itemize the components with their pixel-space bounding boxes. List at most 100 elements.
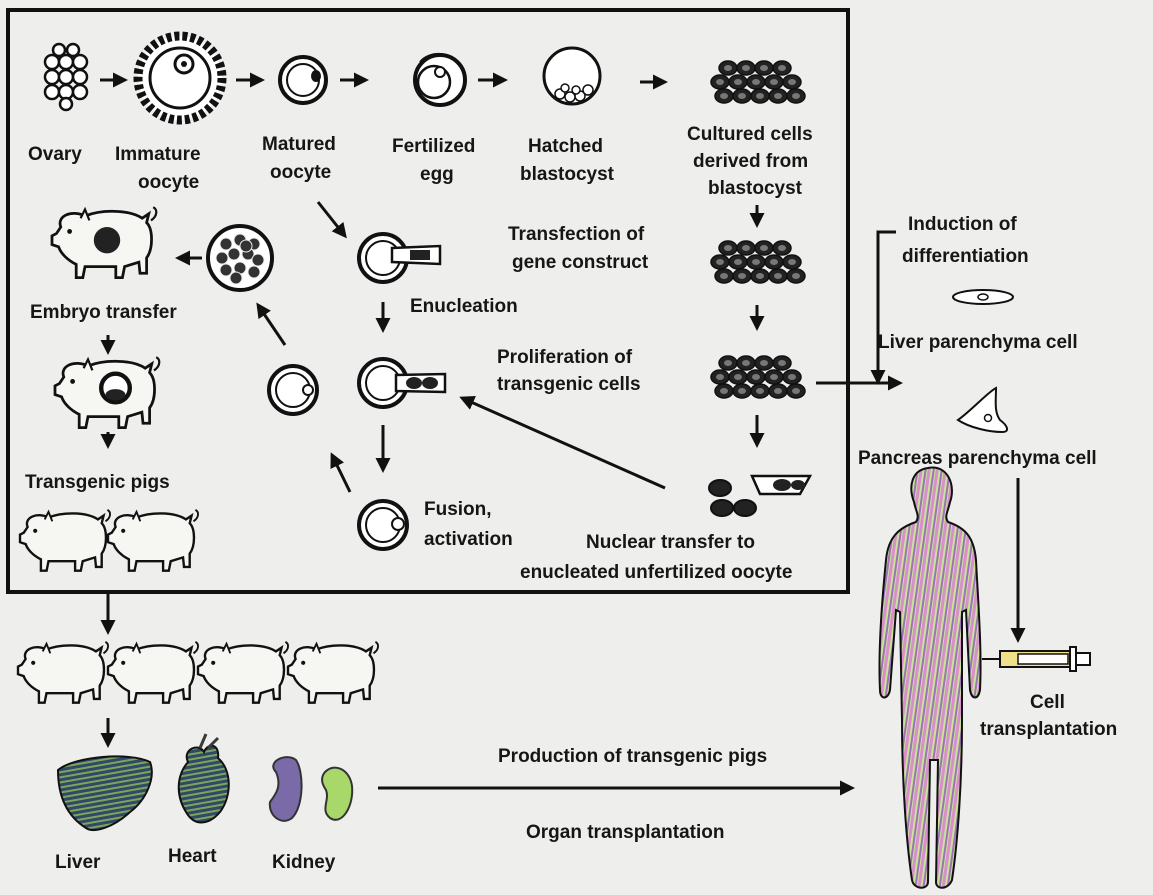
label-fusion-line1: Fusion,: [424, 499, 492, 520]
arrow-matured-to-enucleation: [318, 202, 345, 236]
label-embryo-transfer: Embryo transfer: [30, 302, 177, 323]
label-nuclear-line1: Nuclear transfer to: [586, 532, 755, 553]
cell-nucleus-shape: [734, 79, 742, 85]
label-cell-transplant-line1: Cell: [1030, 692, 1065, 713]
cell-nucleus-shape: [756, 273, 764, 279]
blastomere-shape: [220, 238, 232, 250]
label-matured-line2: oocyte: [270, 162, 331, 183]
label-heart: Heart: [168, 846, 217, 867]
blastomere-shape: [248, 266, 260, 278]
cell-nucleus-shape: [756, 388, 764, 394]
cell-nucleus-shape: [770, 374, 778, 380]
cell-nucleus-shape: [720, 93, 728, 99]
label-hatched-line2: blastocyst: [520, 164, 615, 185]
cell-nucleus-shape: [742, 65, 750, 71]
cell-nucleus-shape: [716, 374, 724, 380]
cell-nucleus-shape: [788, 374, 796, 380]
liver-cell-icon: [953, 290, 1013, 304]
cell-nucleus-shape: [756, 93, 764, 99]
heart-icon: [179, 734, 229, 823]
label-cultured-line2: derived from: [693, 151, 808, 172]
cell-nucleus-shape: [738, 93, 746, 99]
liver-icon: [58, 756, 152, 830]
cell-nucleus-shape: [716, 259, 724, 265]
activated-embryo-icon: [269, 366, 317, 414]
injection-oocyte-icon: [359, 359, 445, 407]
cell-nucleus-shape: [778, 245, 786, 251]
cell-nucleus-shape: [724, 245, 732, 251]
arrow-induction-of-differentiation: [878, 232, 896, 382]
blastomere-shape: [230, 272, 242, 284]
pig-herd-icon: [198, 642, 288, 703]
label-proliferation-line2: transgenic cells: [497, 374, 641, 395]
human-figure-icon: [879, 468, 980, 888]
label-fertilized-line2: egg: [420, 164, 454, 185]
ovary-icon: [45, 44, 87, 110]
label-nuclear-line2: enucleated unfertilized oocyte: [520, 562, 792, 583]
label-transgenic-pigs: Transgenic pigs: [25, 472, 170, 493]
cell-nucleus-shape: [752, 259, 760, 265]
cell-nucleus-shape: [792, 273, 800, 279]
label-induction-line2: differentiation: [902, 246, 1029, 267]
arrow-nuclear-to-oocyte: [462, 398, 665, 488]
transfected-cells-icon: [711, 241, 805, 283]
fusion-oocyte-icon: [359, 501, 407, 549]
cell-nucleus-shape: [788, 259, 796, 265]
cell-nucleus-shape: [716, 79, 724, 85]
cell-nucleus-shape: [720, 273, 728, 279]
cell-nucleus-shape: [734, 374, 742, 380]
blastomere-shape: [240, 240, 252, 252]
fertilized-egg-icon: [415, 54, 465, 105]
hatched-blastocyst-icon: [544, 48, 600, 104]
blastomere-shape: [220, 264, 232, 276]
syringe-icon: [982, 647, 1090, 671]
cell-nucleus-shape: [752, 79, 760, 85]
label-proliferation-line1: Proliferation of: [497, 347, 633, 368]
cell-nucleus-shape: [724, 360, 732, 366]
cell-nucleus-shape: [792, 93, 800, 99]
kidney-icon: [270, 757, 352, 821]
label-pancreas-cell: Pancreas parenchyma cell: [858, 448, 1097, 469]
enucleation-icon: [359, 234, 440, 282]
cell-nucleus-shape: [724, 65, 732, 71]
label-organ-transplantation: Organ transplantation: [526, 822, 724, 843]
cleaved-embryo-icon: [208, 226, 272, 290]
cell-nucleus-shape: [742, 360, 750, 366]
pig-herd-icon: [288, 642, 378, 703]
blastomere-shape: [228, 248, 240, 260]
matured-oocyte-icon: [280, 57, 326, 103]
label-matured-line1: Matured: [262, 134, 336, 155]
cell-nucleus-shape: [734, 259, 742, 265]
label-ovary: Ovary: [28, 144, 82, 165]
immature-oocyte-icon: [138, 36, 222, 120]
transgenic-pig-icon: [20, 510, 110, 571]
cell-nucleus-shape: [778, 65, 786, 71]
label-induction-line1: Induction of: [908, 214, 1017, 235]
transgenic-pig-icon: [108, 510, 198, 571]
label-fertilized-line1: Fertilized: [392, 136, 475, 157]
pig-herd-icon: [108, 642, 198, 703]
label-hatched-line1: Hatched: [528, 136, 603, 157]
cell-nucleus-shape: [792, 388, 800, 394]
label-fusion-line2: activation: [424, 529, 513, 550]
proliferated-cells-icon: [711, 356, 805, 398]
label-immature-line1: Immature: [115, 144, 201, 165]
blastomere-shape: [216, 252, 228, 264]
label-transfection-line2: gene construct: [512, 252, 649, 273]
label-enucleation: Enucleation: [410, 296, 518, 317]
cell-nucleus-shape: [760, 360, 768, 366]
surrogate-pig-icon: [52, 207, 156, 277]
cell-nucleus-shape: [720, 388, 728, 394]
label-liver-cell: Liver parenchyma cell: [878, 332, 1078, 353]
cell-nucleus-shape: [742, 245, 750, 251]
pig-herd-icon: [18, 642, 108, 703]
cell-nucleus-shape: [738, 273, 746, 279]
cell-nucleus-shape: [738, 388, 746, 394]
arrow-embryo-to-blastocyst: [258, 305, 285, 345]
label-cultured-line3: blastocyst: [708, 178, 803, 199]
cell-nucleus-shape: [760, 65, 768, 71]
nuclear-transfer-icon: [709, 476, 810, 516]
cell-nucleus-shape: [752, 374, 760, 380]
